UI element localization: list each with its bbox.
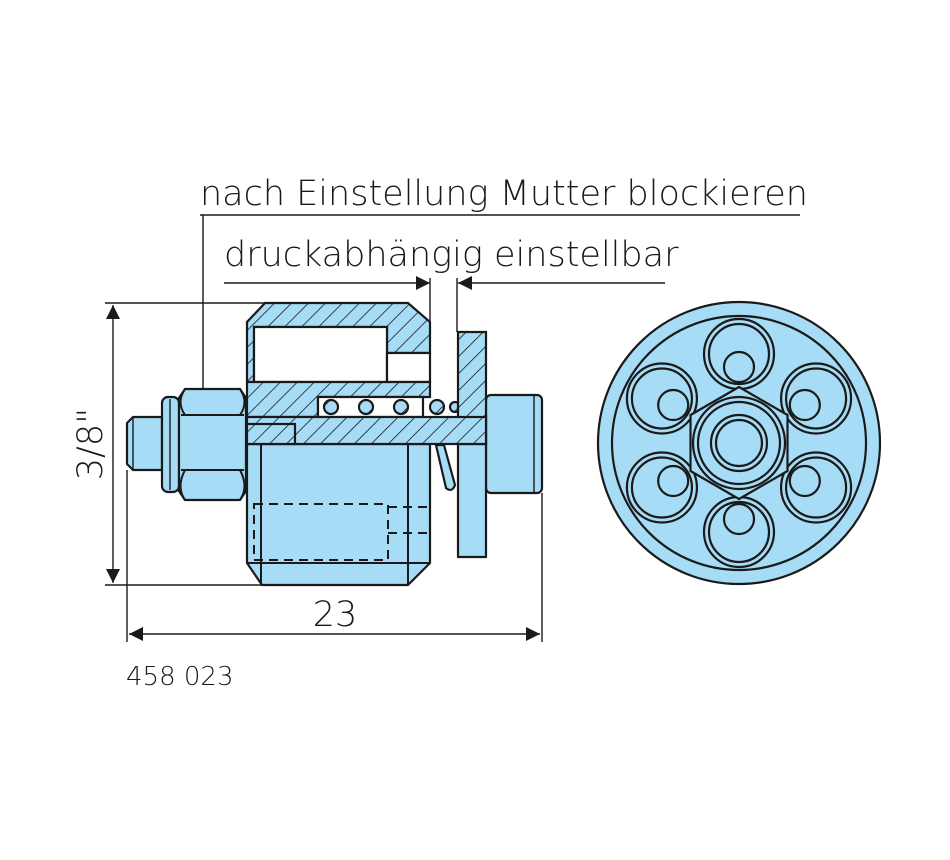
bolt-ring	[625, 451, 699, 524]
length-dimension: 23	[126, 470, 543, 642]
hex-nut-end	[689, 385, 789, 501]
lock-nut	[177, 387, 248, 502]
length-dimension-value: 23	[313, 595, 358, 635]
thread-stub	[125, 415, 164, 472]
bolt-hole	[722, 350, 756, 384]
part-number: 458 023	[126, 662, 234, 692]
pressure-note-text: druckabhängig einstellbar	[224, 235, 679, 275]
cap-cavity	[252, 325, 389, 384]
bolt-hole	[788, 388, 821, 422]
bolt-ring	[707, 500, 771, 564]
bolt-ring	[630, 456, 694, 519]
bolt-ring	[779, 362, 853, 435]
hidden-bore	[253, 503, 389, 561]
bolt-ring	[707, 322, 771, 386]
bolt-hole	[722, 502, 756, 536]
spring-pin	[434, 443, 457, 492]
bolt-hole	[788, 464, 821, 498]
bolt-ring	[779, 451, 853, 524]
bolt-ring	[625, 362, 699, 435]
bolt-ring	[784, 456, 848, 519]
bolt-ring	[784, 367, 848, 430]
valve-side-view	[125, 301, 544, 587]
stem-seat	[245, 422, 297, 446]
bolt-hole	[657, 388, 690, 422]
height-dimension-value: 3/8"	[71, 408, 111, 480]
height-dimension: 3/8"	[71, 302, 408, 586]
adjusting-plate	[456, 442, 488, 559]
bolt-hole	[657, 464, 690, 498]
valve-end-view	[596, 300, 882, 586]
pressure-note: druckabhängig einstellbar	[224, 235, 679, 332]
lock-nut-note: nach Einstellung Mutter blockieren	[196, 174, 808, 442]
bolt-ring	[630, 367, 694, 430]
lock-nut-note-text: nach Einstellung Mutter blockieren	[200, 174, 808, 214]
